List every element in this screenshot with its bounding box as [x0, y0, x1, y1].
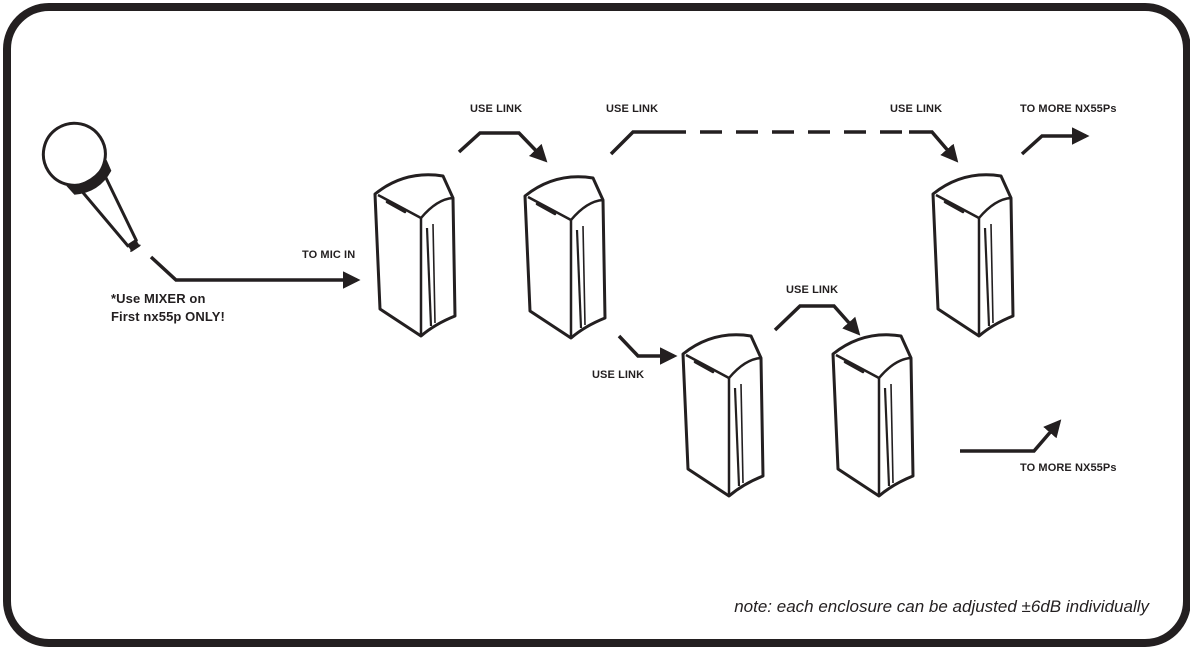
label-use-link-1: USE LINK — [470, 103, 523, 115]
link-arrow-2-solid — [609, 130, 664, 156]
speaker-2-icon — [523, 175, 607, 340]
mic-note-line-2: First nx55p ONLY! — [111, 309, 225, 324]
label-use-link-2: USE LINK — [606, 103, 659, 115]
to-more-arrow-bottom — [960, 419, 1062, 453]
speaker-4-icon — [681, 333, 765, 498]
link-arrow-4-5 — [773, 304, 861, 336]
link-arrow-down — [617, 334, 678, 365]
label-use-link-5: USE LINK — [786, 284, 839, 296]
speaker-3-icon — [931, 173, 1015, 338]
mic-note: *Use MIXER on First nx55p ONLY! — [111, 290, 225, 326]
speaker-5-icon — [831, 333, 915, 498]
link-arrow-1 — [457, 131, 548, 163]
label-to-more-top: TO MORE NX55Ps — [1020, 103, 1117, 115]
microphone-icon — [41, 121, 141, 253]
link-arrow-2-end — [909, 130, 959, 163]
label-to-mic-in: TO MIC IN — [302, 249, 356, 261]
mic-note-line-1: *Use MIXER on — [111, 291, 206, 306]
label-use-link-4: USE LINK — [592, 369, 645, 381]
label-use-link-3: USE LINK — [890, 103, 943, 115]
to-more-arrow-top — [1020, 127, 1090, 156]
footer-note: note: each enclosure can be adjusted ±6d… — [734, 597, 1149, 616]
speaker-1-icon — [373, 173, 457, 338]
mic-cable-arrow — [149, 255, 361, 289]
label-to-more-bottom: TO MORE NX55Ps — [1020, 462, 1117, 474]
